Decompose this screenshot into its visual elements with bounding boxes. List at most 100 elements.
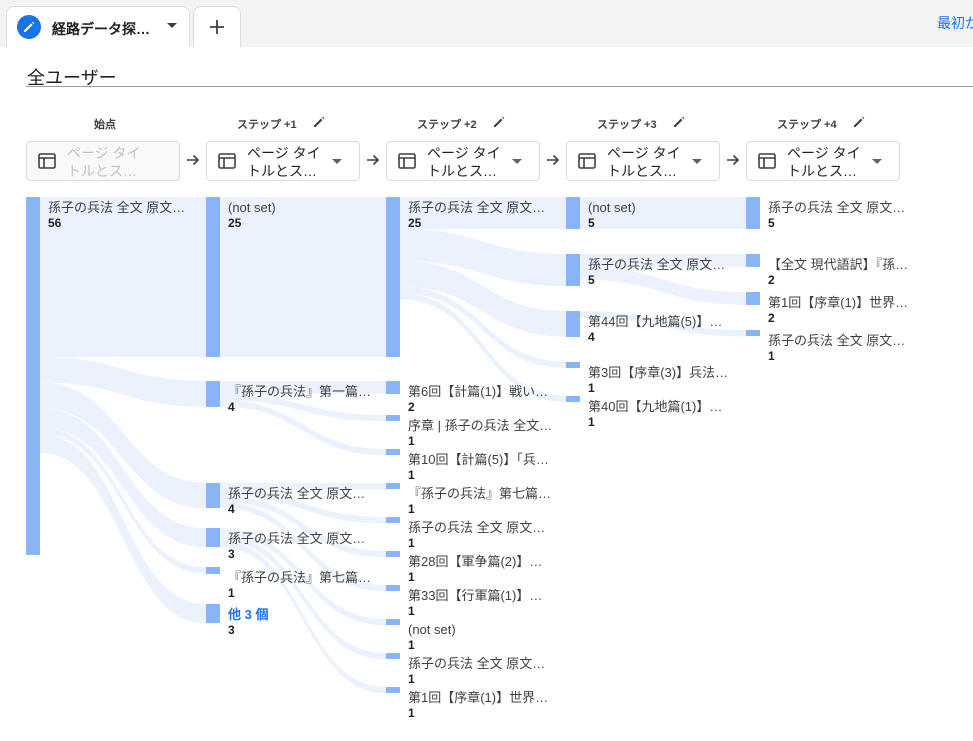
- node-label: 孫子の兵法 全文 原文…: [408, 520, 546, 535]
- node-bar[interactable]: [206, 381, 220, 407]
- node-count: 1: [408, 638, 415, 652]
- flow-link: [400, 286, 566, 368]
- node-label: 『孫子の兵法』第七篇…: [408, 486, 552, 501]
- flow-link: [40, 357, 206, 407]
- start-over-link[interactable]: 最初か: [937, 15, 973, 31]
- node-bar[interactable]: [386, 551, 400, 558]
- flow-link: [40, 427, 206, 574]
- flow-link: [220, 197, 386, 357]
- node-bar[interactable]: [386, 197, 400, 357]
- edit-step-icon[interactable]: [852, 115, 866, 129]
- node-bar[interactable]: [386, 415, 400, 422]
- node-bar[interactable]: [386, 517, 400, 524]
- node-bar[interactable]: [566, 311, 580, 337]
- node-bar[interactable]: [206, 197, 220, 357]
- plus-icon: [210, 20, 224, 34]
- node-bar[interactable]: [746, 330, 760, 337]
- arrow-right-icon: [185, 152, 201, 173]
- dimension-label: ページ タイトルとス…: [607, 145, 681, 179]
- edit-step-icon[interactable]: [312, 115, 326, 129]
- flow-link: [220, 489, 386, 524]
- node-bar[interactable]: [206, 567, 220, 574]
- node-label: 第3回【序章(3)】兵法…: [588, 364, 729, 380]
- flow-link: [220, 495, 386, 558]
- flow-link: [400, 261, 566, 337]
- dimension-select[interactable]: ページ タイトルとス…: [206, 141, 360, 181]
- dimension-select[interactable]: ページ タイトルとス…: [386, 141, 540, 181]
- node-bar[interactable]: [206, 528, 220, 548]
- node-bar[interactable]: [386, 687, 400, 694]
- node-count: 1: [408, 706, 415, 720]
- node-bar[interactable]: [386, 619, 400, 626]
- node-label: 序章 | 孫子の兵法 全文…: [408, 418, 553, 433]
- node-bar[interactable]: [206, 604, 220, 624]
- node-bar[interactable]: [386, 483, 400, 490]
- flow-link: [580, 266, 746, 305]
- node-bar[interactable]: [26, 197, 40, 556]
- node-bar[interactable]: [746, 197, 760, 229]
- node-count: 1: [408, 672, 415, 686]
- dimension-select[interactable]: ページ タイトルとス…: [746, 141, 900, 181]
- segment-title: 全ユーザー: [27, 68, 117, 88]
- node-count: 3: [228, 623, 235, 638]
- node-label: 第6回【計篇(1)】戦い…: [408, 384, 549, 399]
- node-bar[interactable]: [386, 381, 400, 394]
- node-bar[interactable]: [566, 395, 580, 402]
- node-count: 1: [228, 586, 235, 601]
- node-count: 5: [768, 216, 775, 230]
- node-label: 第1回【序章(1)】世界…: [408, 690, 549, 705]
- tab-path-exploration[interactable]: 経路データ探…: [6, 6, 190, 47]
- node-bar[interactable]: [566, 361, 580, 368]
- node-bar[interactable]: [746, 254, 760, 267]
- step-title: 始点: [94, 119, 116, 131]
- node-bar[interactable]: [386, 585, 400, 592]
- node-bar[interactable]: [386, 449, 400, 456]
- step-title: ステップ +1: [237, 119, 297, 131]
- node-label: 『孫子の兵法』第七篇…: [228, 570, 372, 586]
- node-count: 25: [408, 216, 422, 230]
- node-count: 5: [588, 216, 595, 230]
- node-bar[interactable]: [566, 197, 580, 229]
- node-count: 1: [768, 349, 775, 363]
- step-title: ステップ +4: [777, 119, 837, 131]
- flow-link: [40, 382, 206, 509]
- tab-bar: 経路データ探… 最初か: [0, 0, 973, 47]
- node-count: 2: [408, 400, 415, 414]
- node-label: (not set): [588, 200, 636, 215]
- edit-step-icon[interactable]: [672, 115, 686, 129]
- edit-step-icon[interactable]: [492, 115, 506, 129]
- node-bar[interactable]: [206, 482, 220, 509]
- node-count: 1: [408, 434, 415, 448]
- flow-link: [400, 229, 566, 286]
- table-icon: [758, 153, 776, 174]
- arrow-right-icon: [365, 152, 381, 173]
- node-bar[interactable]: [746, 292, 760, 305]
- chevron-down-icon: [512, 159, 522, 164]
- node-label: 孫子の兵法 全文 原文…: [588, 257, 726, 272]
- node-count: 1: [588, 380, 595, 395]
- node-label: 孫子の兵法 全文 原文…: [768, 333, 906, 348]
- flow-link: [220, 528, 386, 626]
- arrow-right-icon: [725, 152, 741, 173]
- node-label: 孫子の兵法 全文 原文…: [768, 200, 906, 215]
- node-count: 5: [588, 273, 595, 287]
- node-bar[interactable]: [566, 254, 580, 286]
- dimension-label: ページ タイトルとス…: [427, 145, 501, 179]
- node-label: 第33回【行軍篇(1)】…: [408, 588, 543, 603]
- dimension-label: ページ タイトルとス…: [247, 145, 321, 179]
- dimension-select[interactable]: ページ タイトルとス…: [566, 141, 720, 181]
- flow-link: [580, 311, 746, 337]
- add-tab-button[interactable]: [193, 6, 241, 47]
- chevron-down-icon: [332, 159, 342, 164]
- dimension-select: ページ タイトルとス…: [26, 141, 180, 181]
- flow-link: [400, 197, 566, 229]
- chevron-down-icon: [692, 159, 702, 164]
- dimension-label: ページ タイトルとス…: [67, 145, 141, 179]
- flow-link: [580, 197, 746, 229]
- chevron-down-icon[interactable]: [167, 23, 177, 28]
- table-icon: [398, 153, 416, 174]
- node-bar[interactable]: [386, 653, 400, 660]
- more-nodes-link[interactable]: 他 3 個: [228, 607, 269, 623]
- node-label: 第40回【九地篇(1)】…: [588, 398, 723, 414]
